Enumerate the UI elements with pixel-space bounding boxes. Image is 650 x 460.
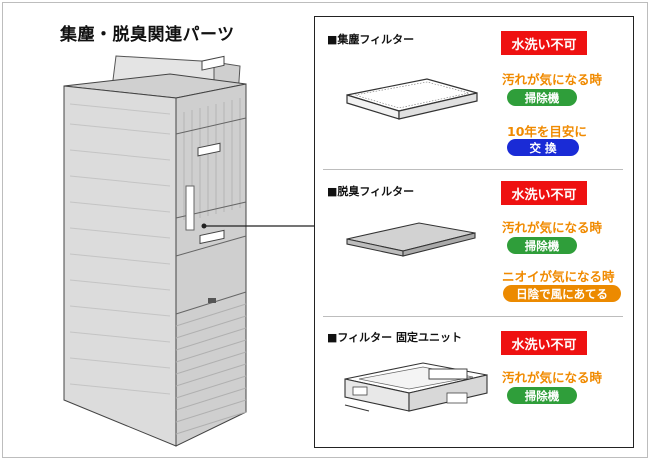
deodorizing-filter-illustration bbox=[346, 222, 476, 257]
section-1-condition-1: 汚れが気になる時 bbox=[502, 72, 603, 87]
section-2-warning-badge: 水洗い不可 bbox=[501, 181, 587, 205]
section-1-action-2: 交 換 bbox=[507, 139, 579, 156]
section-3-warning-badge: 水洗い不可 bbox=[501, 331, 587, 355]
filter-fixing-unit-illustration bbox=[344, 362, 488, 412]
front-handle-mid bbox=[199, 229, 225, 245]
front-window bbox=[197, 142, 221, 157]
section-1-action-1: 掃除機 bbox=[507, 89, 577, 106]
section-3-condition-1: 汚れが気になる時 bbox=[502, 370, 603, 385]
leader-dot bbox=[201, 223, 207, 229]
front-handle-top bbox=[201, 55, 225, 71]
section-2-title: ■脱臭フィルター bbox=[327, 185, 415, 198]
section-divider-1 bbox=[323, 169, 623, 170]
section-2-action-2: 日陰で風にあてる bbox=[503, 285, 621, 302]
section-2-action-1: 掃除機 bbox=[507, 237, 577, 254]
section-1-title: ■集塵フィルター bbox=[327, 33, 415, 46]
parts-panel: ■集塵フィルター 水洗い不可 汚れが気になる時 掃除機 10年を目安に 交 換 … bbox=[314, 16, 634, 448]
section-3-action-1: 掃除機 bbox=[507, 387, 577, 404]
section-1-warning-badge: 水洗い不可 bbox=[501, 31, 587, 55]
section-2-condition-2: ニオイが気になる時 bbox=[502, 269, 615, 284]
device-left-side bbox=[63, 85, 177, 447]
section-1-condition-2: 10年を目安に bbox=[507, 124, 587, 139]
section-2-condition-1: 汚れが気になる時 bbox=[502, 220, 603, 235]
section-divider-2 bbox=[323, 316, 623, 317]
section-3-title: ■フィルター 固定ユニット bbox=[327, 331, 463, 344]
dust-filter-illustration bbox=[346, 78, 478, 120]
page-title: 集塵・脱臭関連パーツ bbox=[60, 25, 235, 45]
